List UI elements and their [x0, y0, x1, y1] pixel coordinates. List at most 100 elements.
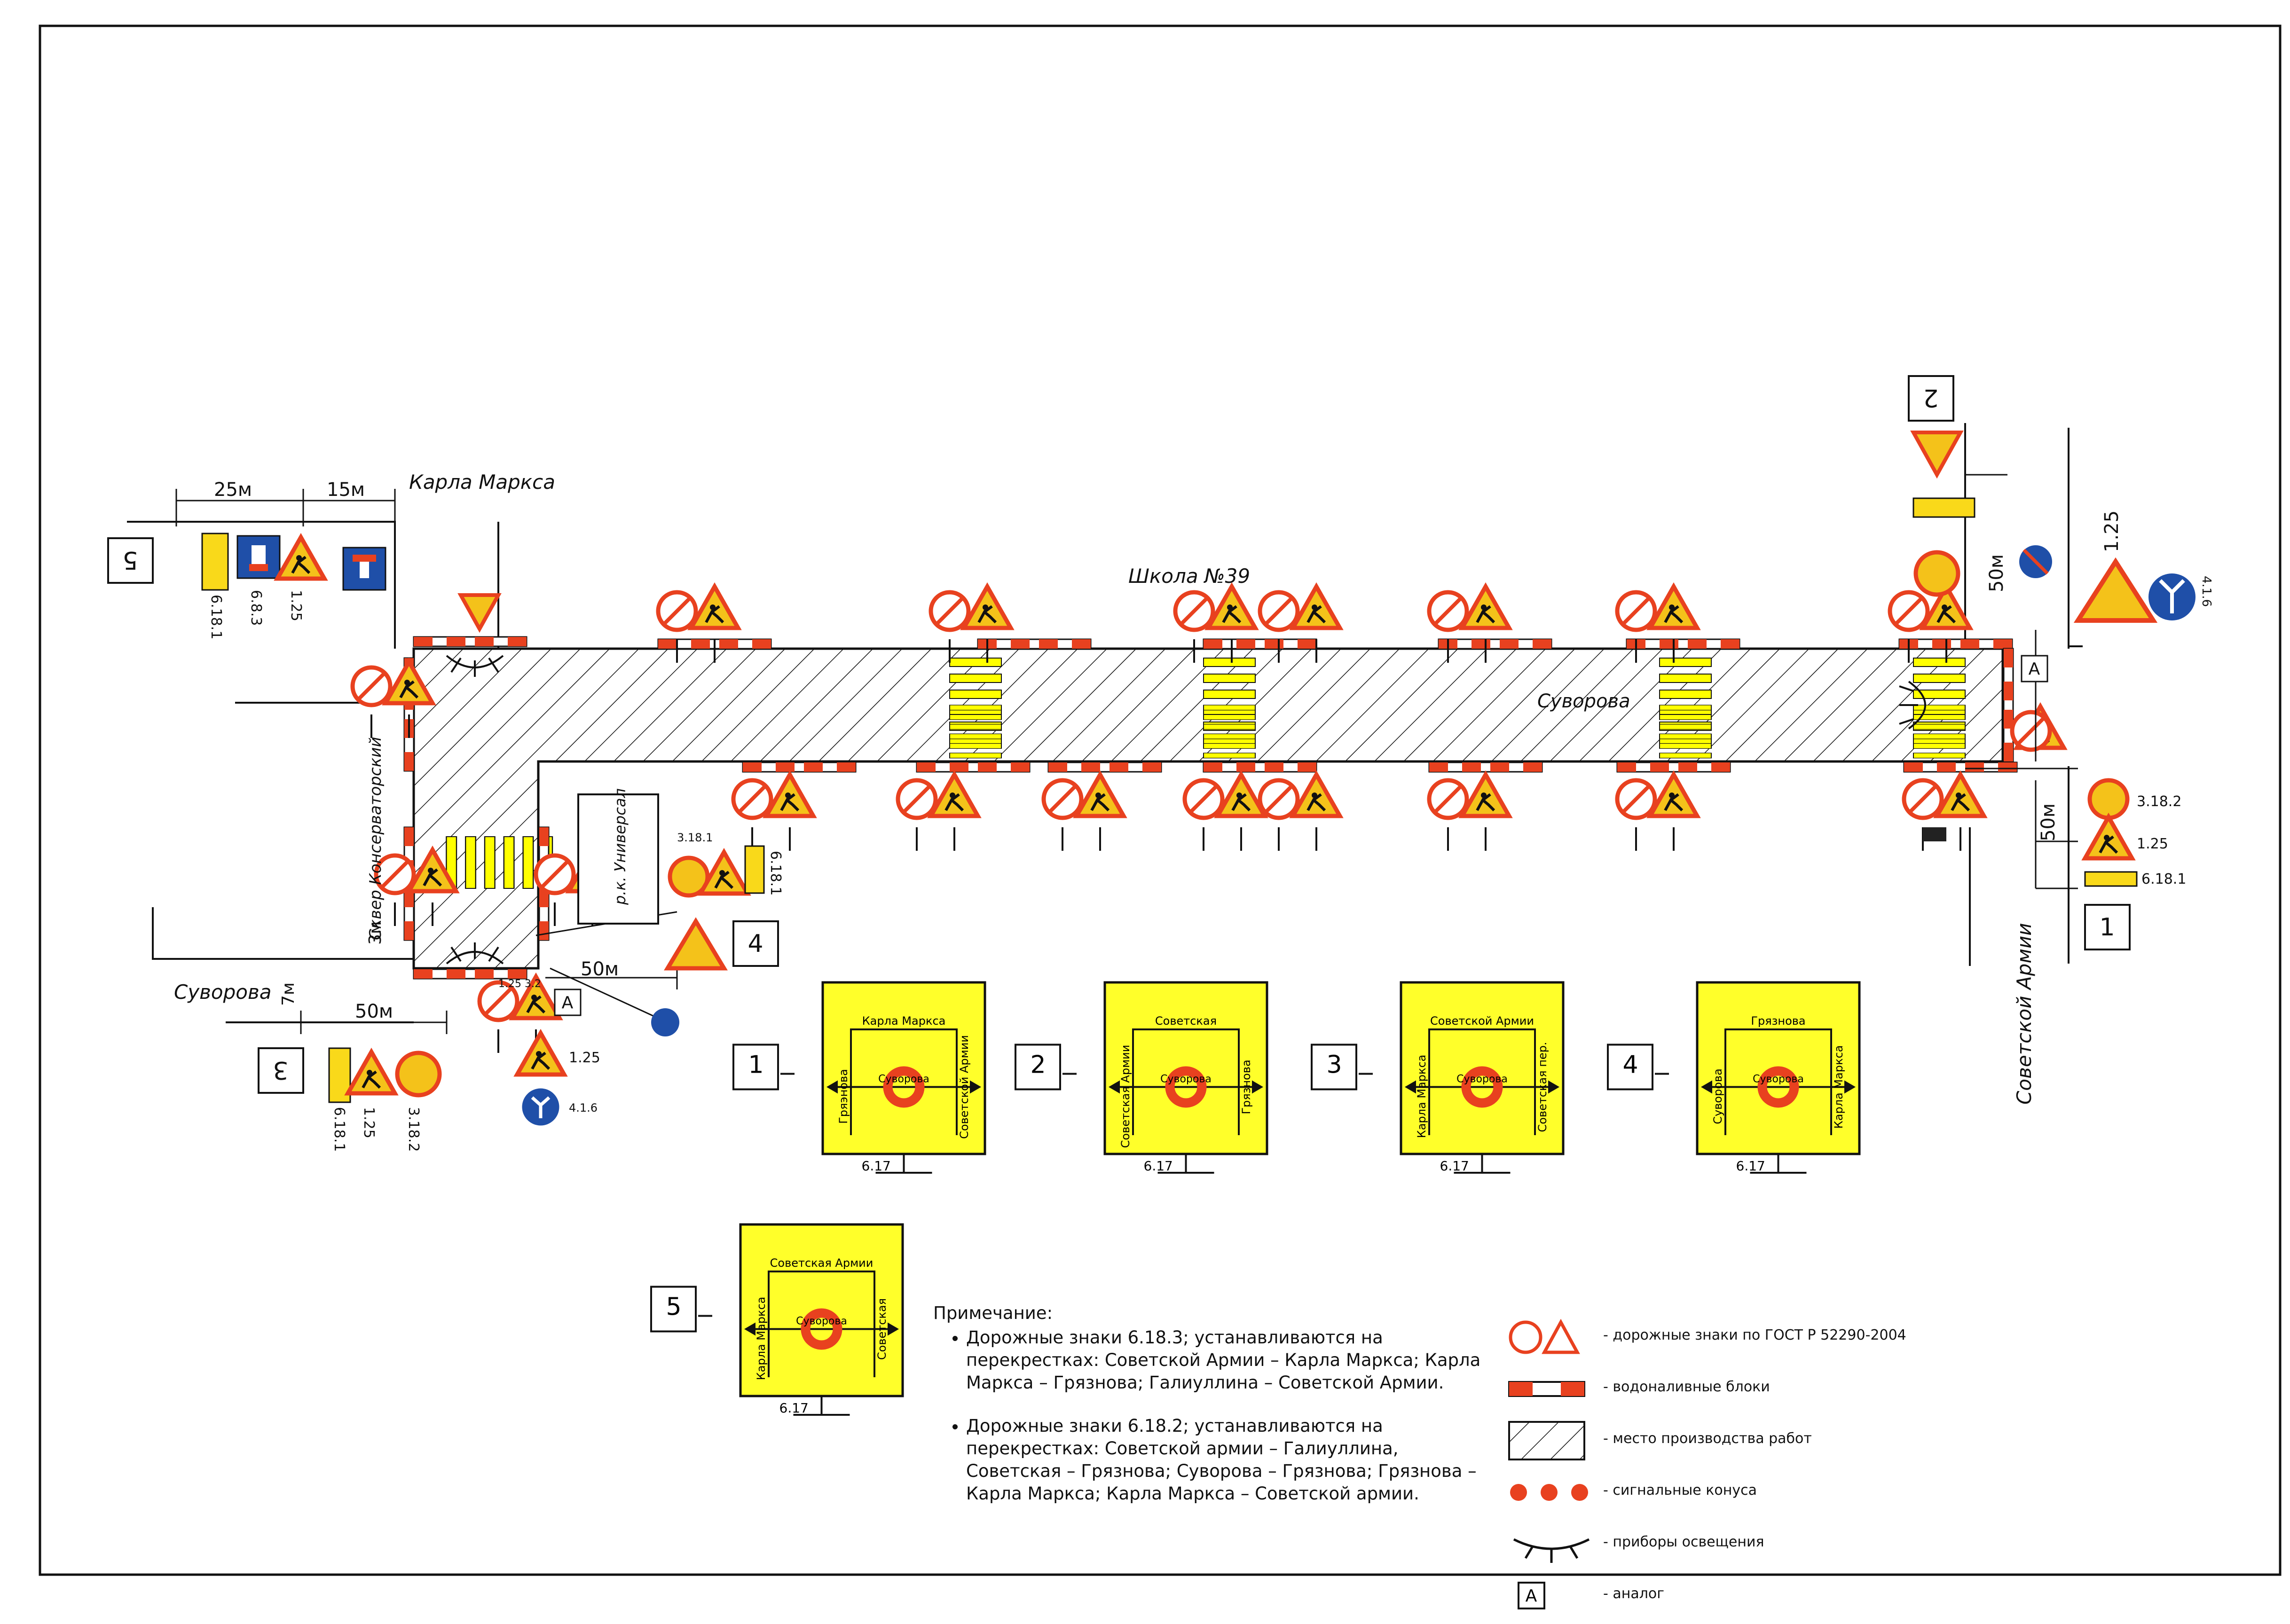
code-1-25-3-2: 1.25 3.2	[498, 978, 541, 990]
arrow-left-icon	[1405, 1080, 1416, 1094]
code-3-18-1: 3.18.1	[677, 831, 713, 844]
legend-text-lighting: - приборы освещения	[1603, 1534, 1764, 1550]
note-block: Примечание: Дорожные знаки 6.18.3; устан…	[933, 1302, 1488, 1526]
legend-row-work: - место производства работ	[1504, 1417, 1984, 1469]
detour-board-number-box	[1607, 1043, 1653, 1091]
code-3-18-2-right: 3.18.2	[2137, 793, 2181, 810]
note-item-1: Дорожные знаки 6.18.3; устанавливаются н…	[966, 1326, 1488, 1394]
detour-board-top: Советская Армии	[770, 1256, 874, 1270]
dim-25m: 25м	[214, 479, 252, 501]
detour-board-right: Советская	[875, 1298, 889, 1360]
street-sovetskoy-armii: Советской Армии	[2013, 923, 2036, 1105]
detour-board-right: Советской Армии	[958, 1035, 971, 1139]
arrow-right-icon	[970, 1080, 981, 1094]
legend: - дорожные знаки по ГОСТ Р 52290-2004 - …	[1504, 1314, 1984, 1624]
detour-route-line	[1428, 1028, 1536, 1135]
code-6-8-3: 6.8.3	[248, 590, 264, 626]
sign-marker-a2: A	[2029, 659, 2040, 679]
code-1-25-junction: 1.25	[569, 1050, 600, 1066]
closed-road-icon	[801, 1308, 842, 1350]
detour-board-left: Карла Маркса	[1415, 1055, 1428, 1138]
dim-1-25: 1.25	[2101, 510, 2123, 552]
code-6-18-1-g3: 6.18.1	[331, 1107, 347, 1152]
detour-board-code: 6.17	[779, 1400, 809, 1416]
code-6-18-1-g5: 6.18.1	[208, 595, 224, 639]
detour-board-number: 4	[1622, 1051, 1638, 1079]
sheet-frame	[39, 24, 2282, 1576]
sign-shapes-icon	[1509, 1318, 1580, 1354]
note-item-2: Дорожные знаки 6.18.2; устанавливаются н…	[966, 1415, 1488, 1505]
code-1-25-right: 1.25	[2137, 836, 2168, 852]
detour-board-right: Грязнова	[1240, 1059, 1253, 1114]
group-4-number: 4	[748, 930, 763, 958]
detour-board-number-box	[1311, 1043, 1357, 1091]
sign-group-3	[300, 1011, 448, 1103]
arrow-left-icon	[826, 1080, 838, 1094]
detour-board-center: Суворова	[1753, 1074, 1804, 1085]
group-number-boxes: 5 3 2 1 4 A A	[107, 375, 2131, 1094]
water-block-icon	[1508, 1381, 1585, 1397]
detour-board-number-box	[650, 1286, 697, 1333]
detour-board-left: Советская Армии	[1119, 1045, 1132, 1148]
closed-road-icon	[1165, 1066, 1207, 1108]
work-area-icon	[1508, 1421, 1585, 1460]
dim-7m: 7м	[279, 982, 298, 1006]
legend-row-signs: - дорожные знаки по ГОСТ Р 52290-2004	[1504, 1314, 1984, 1365]
legend-text-analog: - аналог	[1603, 1585, 1665, 1602]
code-6-18-1-junction: 6.18.1	[767, 851, 784, 895]
detour-board-code: 6.17	[1736, 1158, 1765, 1174]
label-rk-universal: р.к. Универсал	[611, 788, 629, 905]
detour-route-line	[768, 1271, 875, 1377]
detour-board-center: Суворова	[878, 1074, 929, 1085]
detour-board-number: 1	[748, 1051, 763, 1079]
detour-board-top: Советская	[1155, 1014, 1217, 1028]
arrow-right-icon	[888, 1322, 899, 1336]
detour-board-center: Суворова	[1160, 1074, 1212, 1085]
detour-board-code: 6.17	[1144, 1158, 1173, 1174]
code-6-18-1-right: 6.18.1	[2141, 871, 2186, 887]
sign-group-5	[127, 489, 396, 591]
detour-board-center: Суворова	[1456, 1074, 1508, 1085]
dim-50m-mid: 50м	[581, 958, 619, 980]
detour-board-left: Гряэнова	[837, 1069, 850, 1124]
detour-board-left: Карла Маркса	[755, 1297, 768, 1381]
group-1-number: 1	[2099, 913, 2115, 941]
detour-board-number: 5	[666, 1293, 681, 1321]
detour-board-code: 6.17	[1440, 1158, 1469, 1174]
detour-route-line	[850, 1028, 958, 1135]
street-karla-marksa: Карла Маркса	[409, 471, 555, 494]
dim-50m-left: 50м	[355, 1001, 393, 1022]
detour-board-number-box	[732, 1043, 779, 1091]
closed-road-icon	[883, 1066, 925, 1108]
code-4-1-6-right: 4.1.6	[2199, 576, 2213, 607]
legend-row-cones: - сигнальные конуса	[1504, 1469, 1984, 1521]
arrow-right-icon	[1844, 1080, 1856, 1094]
cone-icon	[1510, 1484, 1588, 1501]
legend-row-lighting: - приборы освещения	[1504, 1521, 1984, 1572]
street-suvorova-main: Суворова	[1537, 690, 1630, 712]
detour-board-top: Советской Армии	[1430, 1014, 1534, 1028]
street-school: Школа №39	[1128, 565, 1250, 588]
group-2-number: 2	[1923, 384, 1938, 412]
dim-50m-right-bottom: 50м	[2038, 803, 2059, 841]
note-list: Дорожные знаки 6.18.3; устанавливаются н…	[933, 1326, 1488, 1505]
dim-50m-right-top: 50м	[1986, 554, 2007, 592]
group-3-number: 3	[273, 1056, 288, 1084]
closed-road-icon	[1757, 1066, 1799, 1108]
dim-15m: 15м	[327, 479, 365, 501]
sign-group-junction	[517, 793, 765, 1127]
dim-3m: 3м	[366, 921, 385, 945]
arrow-left-icon	[744, 1322, 755, 1336]
detour-board-left: Суворова	[1711, 1068, 1724, 1124]
arrow-left-icon	[1701, 1080, 1712, 1094]
code-3-18-2-g3: 3.18.2	[405, 1107, 422, 1152]
detour-board-top: Карла Маркса	[862, 1014, 946, 1028]
code-1-25-g3: 1.25	[361, 1107, 377, 1138]
